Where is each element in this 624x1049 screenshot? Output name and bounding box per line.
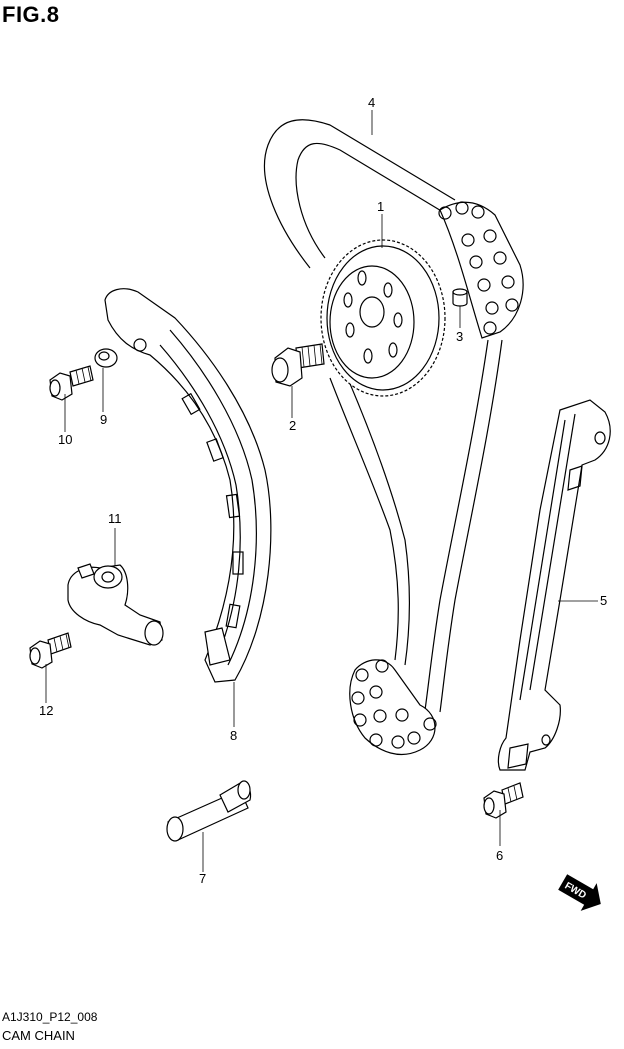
callout-10: 10 xyxy=(58,432,72,447)
figure-code: A1J310_P12_008 xyxy=(2,1010,98,1024)
fwd-arrow-icon: FWD xyxy=(558,874,601,911)
dowel-pin xyxy=(452,288,468,307)
callout-9: 9 xyxy=(100,412,107,427)
chain-guide xyxy=(497,399,611,771)
callout-2: 2 xyxy=(289,418,296,433)
callout-6: 6 xyxy=(496,848,503,863)
cam-sprocket xyxy=(320,239,446,397)
figure-caption: CAM CHAIN xyxy=(2,1028,75,1043)
callout-3: 3 xyxy=(456,329,463,344)
chain-tensioner-guide xyxy=(104,288,272,683)
callout-7: 7 xyxy=(199,871,206,886)
chain-tensioner xyxy=(67,563,164,646)
washer xyxy=(94,348,118,368)
cam-chain xyxy=(263,119,524,756)
callout-1: 1 xyxy=(377,199,384,214)
tensioner-bolt xyxy=(29,632,72,669)
callout-12: 12 xyxy=(39,703,53,718)
callout-labels: 1 2 3 4 5 6 7 8 9 10 11 12 xyxy=(39,95,607,886)
chain-links-lower xyxy=(349,659,437,756)
tensioner-guide-bolt xyxy=(49,365,94,401)
callout-4: 4 xyxy=(368,95,375,110)
tensioner-pin xyxy=(166,780,252,842)
callout-5: 5 xyxy=(600,593,607,608)
figure-title: FIG.8 xyxy=(2,2,60,27)
leader-lines xyxy=(45,110,598,872)
guide-bolt xyxy=(483,782,524,819)
chain-links-upper xyxy=(438,201,524,339)
callout-11: 11 xyxy=(108,511,122,526)
callout-8: 8 xyxy=(230,728,237,743)
sprocket-bolt xyxy=(271,343,325,387)
